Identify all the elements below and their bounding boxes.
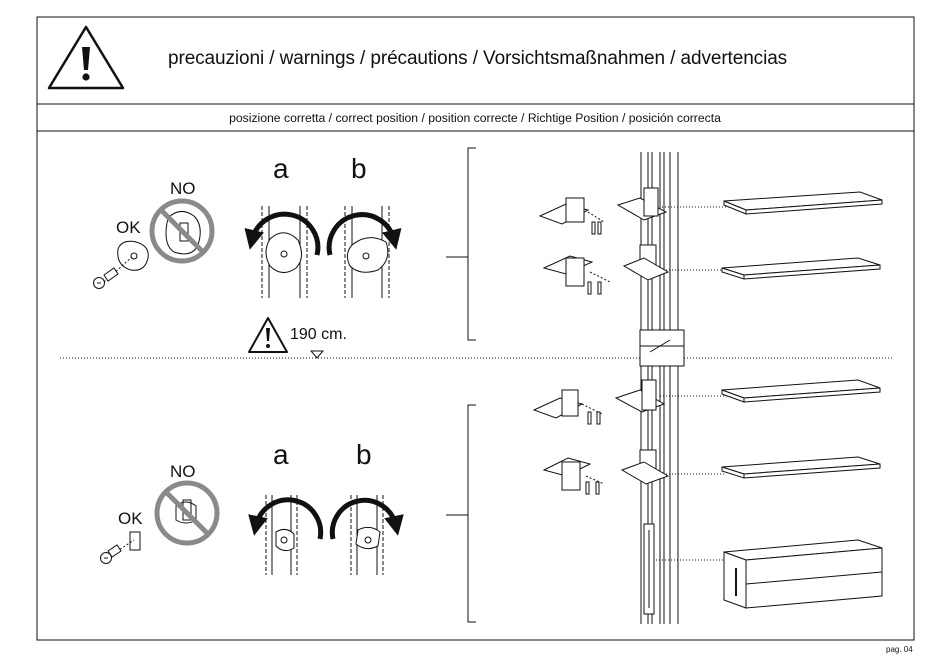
bracket-hardware-exploded	[534, 390, 604, 494]
section-bracket-lower	[468, 405, 476, 622]
bracket-hardware-exploded	[540, 198, 610, 294]
screw-washer-icon	[94, 241, 149, 288]
option-b-upper: b	[351, 153, 367, 185]
option-b-lower: b	[356, 439, 372, 471]
prohibition-icon	[157, 483, 217, 543]
warning-triangle-icon	[49, 27, 123, 88]
ok-label-lower: OK	[118, 509, 143, 529]
rail-bracket-second	[624, 245, 726, 280]
rotation-diagram-a-lower	[256, 495, 321, 575]
no-label-upper: NO	[170, 179, 196, 199]
prohibition-icon	[152, 201, 212, 261]
wall-cabinet	[724, 540, 882, 608]
page-number: pag. 04	[886, 645, 913, 654]
warning-triangle-small-icon	[249, 318, 287, 352]
shelf	[722, 258, 880, 279]
rotation-diagram-b-lower	[332, 495, 396, 575]
rail-bracket-fourth	[622, 450, 726, 484]
section-subtitle: posizione corretta / correct position / …	[0, 111, 950, 125]
screw-washer-icon	[101, 532, 141, 564]
rotation-diagram-a-upper	[252, 206, 318, 298]
shelf	[722, 380, 880, 402]
height-marker-icon	[311, 351, 323, 358]
shelf	[724, 192, 882, 214]
page-title: precauzioni / warnings / précautions / V…	[168, 48, 787, 70]
rail-bracket-top	[618, 188, 730, 220]
option-a-upper: a	[273, 153, 289, 185]
rail-joint	[640, 330, 684, 366]
height-label: 190 cm.	[290, 326, 347, 344]
ok-label-upper: OK	[116, 218, 141, 238]
rotation-diagram-b-upper	[329, 206, 394, 298]
no-label-lower: NO	[170, 462, 196, 482]
section-bracket-upper	[468, 148, 476, 340]
option-a-lower: a	[273, 439, 289, 471]
rail-bracket-third	[616, 380, 730, 412]
shelf	[722, 457, 880, 478]
cabinet-hanging-bracket	[644, 524, 730, 614]
